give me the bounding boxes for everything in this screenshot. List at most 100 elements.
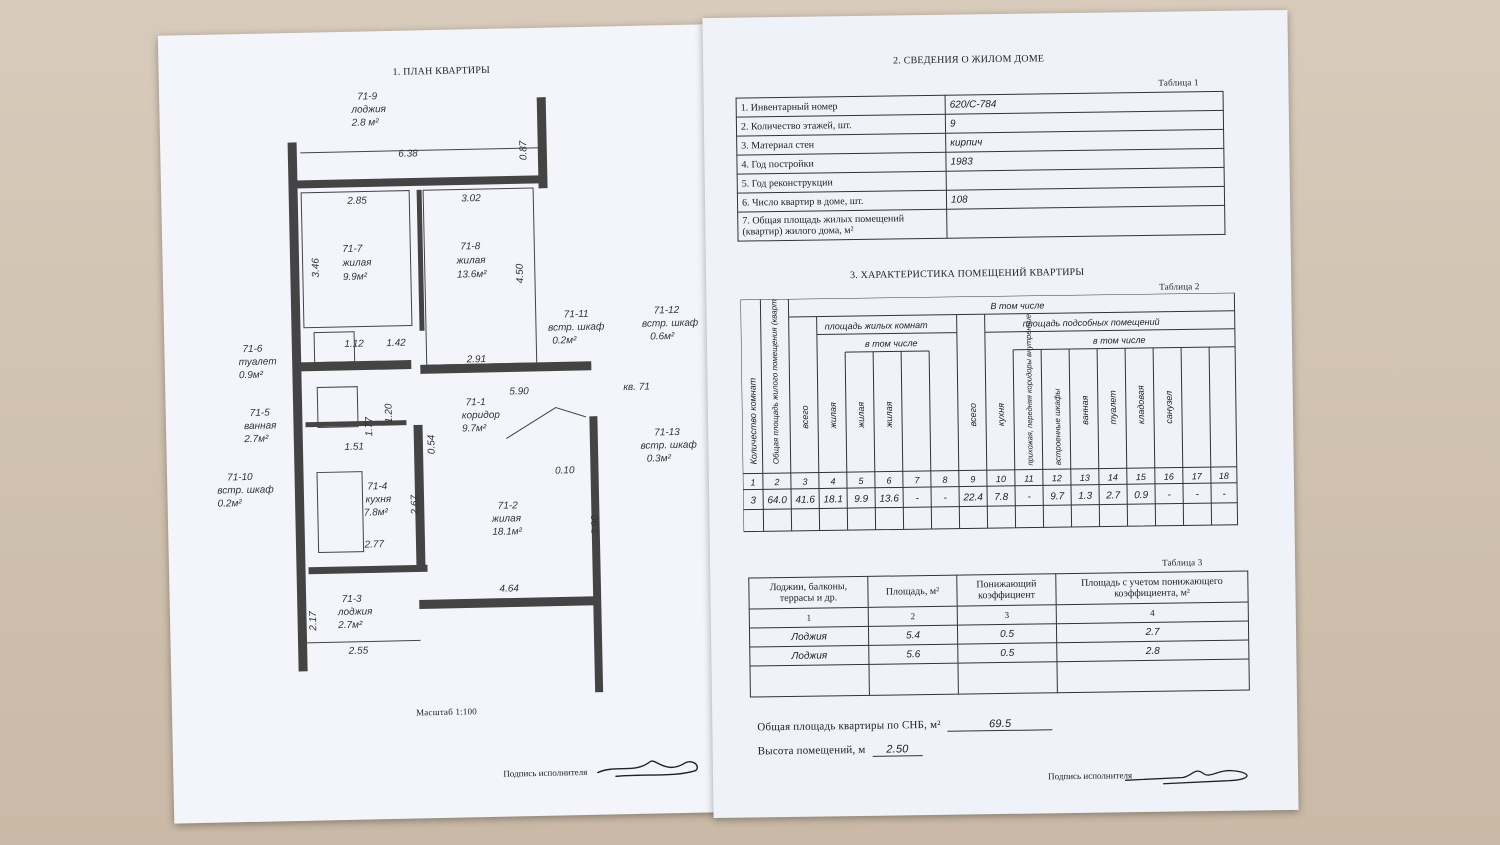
wall-toilet [300,360,412,372]
t3-cell: 5.6 [868,644,958,665]
t3-head: Площадь с учетом понижающего коэффициент… [1055,571,1249,605]
label-71-8-area: 13.6м² [457,269,488,281]
table2-label: Таблица 2 [1159,281,1200,292]
t2-col-number: 7 [914,475,920,485]
label-71-12-area: 0.6м² [650,331,675,343]
dim-5-90: 5.90 [509,386,529,397]
t2-sub-aux-kitchen: кухня [996,403,1006,426]
t2-value: - [1167,490,1171,501]
t2-col-total: Общая площадь жилого помещения (квартиры… [769,293,781,465]
t2-value: 22.4 [962,492,983,503]
t2-value: 7.8 [994,492,1008,503]
t2-col-number: 2 [773,477,779,487]
t2-sub-aux-toilet: туалет [1108,390,1118,425]
t2-sub-aux-hall: прихожая, передняя коридоры внутренние [1024,314,1035,466]
floor-plan-drawing: 71-9 лоджия 2.8 м² 71-7 жилая 9.9м² 71-8… [217,91,699,693]
t2-aux-header: площадь подсобных помещений [1023,317,1160,329]
top-dim-line [300,147,541,154]
t2-col-number: 15 [1136,472,1147,482]
bath-outline [316,386,359,429]
wall-top [295,175,545,189]
t2-value: 9.9 [854,494,868,505]
table-row [749,659,1250,698]
total-area-value: 69.5 [947,717,1053,732]
wall-right [589,416,604,693]
total-area-label: Общая площадь квартиры по СНБ, м² [757,718,941,734]
right-signature-label: Подпись исполнителя [1047,770,1133,782]
label-71-5-area: 2.7м² [243,434,269,446]
dim-6-38: 6.38 [398,148,418,159]
t2-value: 1.3 [1078,491,1092,502]
dim-0-10: 0.10 [555,465,575,476]
t2-col-number: 8 [942,475,947,485]
t2-value: 3 [750,495,756,506]
closet-leader [506,406,587,440]
label-71-6-name: туалет [239,356,277,368]
t2-in-total: В том числе [990,300,1044,311]
label-71-1-area: 9.7м² [462,423,487,435]
t2-value: 41.6 [795,495,815,506]
dim-1-42: 1.42 [386,338,406,349]
t3-head: Лоджии, балконы, террасы и др. [748,576,869,610]
t2-value: - [915,493,919,504]
table3: Лоджии, балконы, террасы и др. Площадь, … [748,571,1250,698]
ceiling-height-label: Высота помещений, м [757,743,866,758]
t2-col-number: 17 [1192,471,1203,481]
t3-head: Понижающий коэффициент [956,573,1057,607]
dim-3-90: 3.90 [590,515,601,535]
t2-col-number: 12 [1052,473,1062,483]
ceiling-height-line: Высота помещений, м 2.50 [758,743,923,758]
label-71-1-id: 71-1 [465,397,485,408]
label-71-3-id: 71-3 [342,594,363,605]
t2-in-that: в том числе [865,338,918,349]
t1-value [946,205,1226,239]
t2-col-number: 16 [1164,472,1174,482]
dim-4-50: 4.50 [515,263,526,283]
ceiling-height-value: 2.50 [872,743,923,757]
label-71-12-id: 71-12 [654,305,680,317]
dim-3-02: 3.02 [461,193,481,204]
t2-sub-living-3: жилая [884,401,894,428]
label-71-7-id: 71-7 [342,244,363,255]
label-71-2-name: жилая [491,513,522,525]
dim-2-91: 2.91 [466,354,487,365]
t3-cell: 0.5 [957,642,1057,664]
t3-cell: 0.5 [957,623,1057,645]
label-71-11-name: встр. шкаф [548,320,605,333]
table1-label: Таблица 1 [1158,77,1199,88]
wall-top-right [536,97,548,189]
label-71-9-name: лоджия [350,104,386,116]
t2-col-rooms: Количество комнат [747,377,758,464]
label-71-10-id: 71-10 [227,472,253,484]
t2-value: 18.1 [823,494,843,505]
t2-value: 13.6 [879,493,899,504]
total-area-line: Общая площадь квартиры по СНБ, м² 69.5 [757,717,1053,734]
t2-col-number: 10 [996,474,1006,484]
t2-sub-aux-closets: встроенные шкафы [1053,388,1063,465]
label-apartment: кв. 71 [623,382,650,394]
t2-col-number: 6 [886,476,891,486]
label-71-10-name: встр. шкаф [217,483,274,496]
t3-head: Площадь, м² [867,575,958,608]
label-71-10-area: 0.2м² [218,498,243,510]
t2-col-number: 9 [970,474,975,484]
t2-value: - [1222,489,1226,500]
house-info-page: 2. СВЕДЕНИЯ О ЖИЛОМ ДОМЕ Таблица 1 1. Ин… [702,9,1299,819]
dim-1-20: 1.20 [384,403,395,423]
t2-value: 9.7 [1050,491,1064,502]
t2-col-number: 18 [1219,471,1229,481]
floor-plan-page: 1. ПЛАН КВАРТИРЫ 71-9 [157,24,720,824]
t2-value: - [943,493,947,504]
dim-2-67: 2.67 [409,494,420,515]
dim-4-64: 4.64 [499,583,519,594]
t2-col-number: 3 [802,477,807,487]
wall-bedroom-divider [416,189,425,331]
label-71-4-id: 71-4 [367,481,388,492]
table3-label: Таблица 3 [1162,557,1203,568]
label-71-13-area: 0.3м² [647,453,672,465]
room-71-7-outline [300,190,413,329]
t2-living-header: площадь жилых комнат [825,320,928,331]
